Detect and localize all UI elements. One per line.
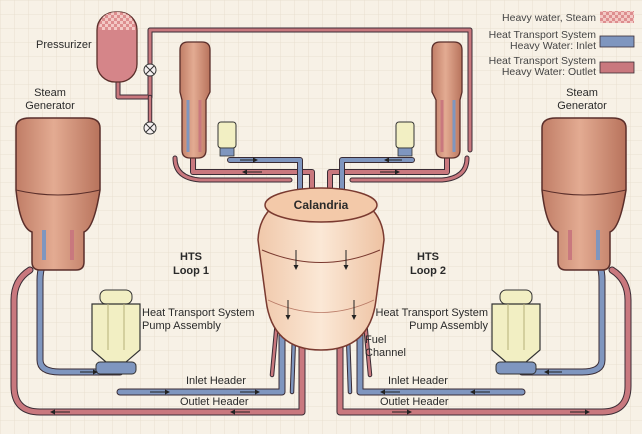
pump-icon xyxy=(91,289,141,375)
outlet-header-left-label: Outlet Header xyxy=(180,396,249,408)
pump-right-label-1: Heat Transport System xyxy=(376,307,489,319)
legend-steam-swatch xyxy=(600,11,634,23)
legend-inlet-swatch xyxy=(599,35,635,48)
steam-generator-left xyxy=(15,117,101,271)
pump-left-label-2: Pump Assembly xyxy=(142,320,221,332)
legend-outlet-swatch xyxy=(599,61,635,74)
fuel-channel-label-1: Fuel xyxy=(365,334,386,346)
pressurizer: Pressurizer xyxy=(36,11,138,83)
steam-generator-right-label-2: Generator xyxy=(557,100,607,112)
pump-icon xyxy=(217,121,237,157)
legend-steam-label: Heavy water, Steam xyxy=(502,12,596,24)
loop2-label-2: Loop 2 xyxy=(410,265,446,277)
steam-generator-right xyxy=(541,117,627,271)
calandria: Calandria xyxy=(257,187,385,351)
inlet-header-right-label: Inlet Header xyxy=(388,375,448,387)
loop1-label-2: Loop 1 xyxy=(173,265,209,277)
pump-icon xyxy=(491,289,541,375)
inlet-header-left-label: Inlet Header xyxy=(186,375,246,387)
upper-steam-generator-right xyxy=(431,41,463,159)
legend-outlet-label-2: Heavy Water: Outlet xyxy=(502,66,596,78)
fuel-channel-label-2: Channel xyxy=(365,347,406,359)
calandria-label: Calandria xyxy=(294,198,349,212)
upper-steam-generator-left xyxy=(179,41,211,159)
valve-icon xyxy=(143,63,157,77)
legend-inlet-label-2: Heavy Water: Inlet xyxy=(510,40,596,52)
steam-generator-right-label-1: Steam xyxy=(566,87,598,99)
flow-arrow-icon xyxy=(50,157,590,415)
steam-generator-left-label-1: Steam xyxy=(34,87,66,99)
loop2-label-1: HTS xyxy=(417,251,439,263)
loop1-label-1: HTS xyxy=(180,251,202,263)
pump-icon xyxy=(395,121,415,157)
pump-right-label-2: Pump Assembly xyxy=(409,320,488,332)
outlet-header-right-label: Outlet Header xyxy=(380,396,449,408)
pressurizer-label: Pressurizer xyxy=(36,39,92,51)
valve-icon xyxy=(143,121,157,135)
pump-left-label-1: Heat Transport System xyxy=(142,307,255,319)
legend-outlet-label-1: Heat Transport System xyxy=(489,55,597,67)
legend-inlet-label-1: Heat Transport System xyxy=(489,29,597,41)
steam-generator-left-label-2: Generator xyxy=(25,100,75,112)
legend: Heavy water, Steam Heat Transport System… xyxy=(489,11,635,78)
